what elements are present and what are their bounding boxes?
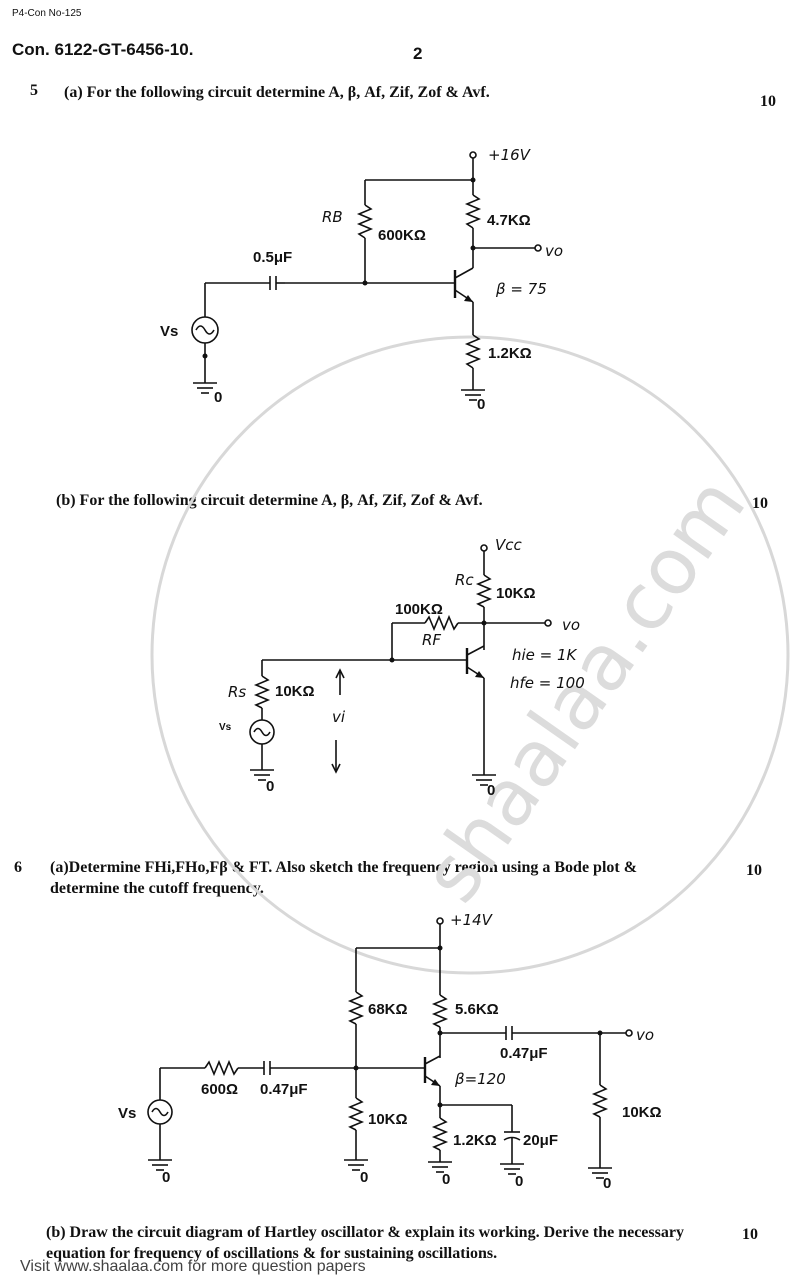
c2-vi: vi [332, 708, 346, 726]
c2-source: Vs [219, 722, 232, 733]
q5a-text: (a) For the following circuit determine … [64, 84, 490, 101]
c3-cout: 0.47μF [500, 1045, 548, 1062]
c2-rf-value: 100KΩ [395, 601, 443, 618]
q6-number: 6 [14, 859, 22, 876]
c3-ce: 20μF [523, 1132, 558, 1149]
c1-rb-value: 600KΩ [378, 227, 426, 244]
c2-gnd1: 0 [266, 778, 274, 795]
c2-hie: hie = 1K [512, 646, 578, 664]
c3-cin: 0.47μF [260, 1081, 308, 1098]
circuit-2: Vcc Rc 10KΩ vo 100KΩ RF hie = 1K hfe = 1… [219, 536, 585, 799]
c2-supply: Vcc [495, 536, 523, 554]
c2-rc-name: Rc [455, 571, 474, 589]
c2-rf-name: RF [422, 631, 441, 649]
c1-cap: 0.5μF [253, 249, 292, 266]
paper-ref: P4-Con No-125 [12, 8, 82, 19]
circuit-1: +16V RB 600KΩ 4.7KΩ vo β = 75 0.5μF [160, 146, 563, 413]
footer-link[interactable]: Visit www.shaalaa.com for more question … [20, 1258, 366, 1275]
c3-rc: 5.6KΩ [455, 1001, 499, 1018]
q5-number: 5 [30, 82, 38, 99]
page-number: 2 [413, 44, 423, 63]
c3-supply: +14V [450, 911, 494, 929]
c2-rs-value: 10KΩ [275, 683, 315, 700]
c3-r1: 68KΩ [368, 1001, 408, 1018]
c3-re: 1.2KΩ [453, 1132, 497, 1149]
c1-vo: vo [545, 242, 563, 260]
c1-source: Vs [160, 323, 178, 340]
q6a-text: (a)Determine FHi,FHo,Fβ & FT. Also sketc… [50, 859, 638, 897]
c3-gnd-rl: 0 [603, 1175, 611, 1192]
c3-source: Vs [118, 1105, 136, 1122]
c3-rl: 10KΩ [622, 1104, 662, 1121]
c2-hfe: hfe = 100 [510, 674, 585, 692]
c1-gnd1: 0 [214, 389, 222, 406]
c1-re-value: 1.2KΩ [488, 345, 532, 362]
q6b-text: (b) Draw the circuit diagram of Hartley … [46, 1224, 684, 1262]
c3-beta: β=120 [454, 1070, 506, 1088]
watermark-seal: shaalaa.com [150, 335, 790, 975]
q6a-marks: 10 [746, 862, 762, 879]
c1-rb-name: RB [322, 208, 343, 226]
paper-code: Con. 6122-GT-6456-10. [12, 40, 194, 59]
q5b-marks: 10 [752, 495, 768, 512]
c3-gnd-r2: 0 [360, 1169, 368, 1186]
c2-rc-value: 10KΩ [496, 585, 536, 602]
c1-beta: β = 75 [495, 280, 547, 298]
c3-gnd-re: 0 [442, 1171, 450, 1188]
c2-gnd2: 0 [487, 782, 495, 799]
c3-r2: 10KΩ [368, 1111, 408, 1128]
c1-supply: +16V [488, 146, 532, 164]
circuit-3: +14V 68KΩ 5.6KΩ vo 0.47μF 10KΩ 0 [118, 911, 662, 1192]
q6b-marks: 10 [742, 1226, 758, 1243]
c3-gnd-src: 0 [162, 1169, 170, 1186]
q5b-text: (b) For the following circuit determine … [56, 492, 483, 509]
c2-rs-name: Rs [228, 683, 246, 701]
c3-gnd-ce: 0 [515, 1173, 523, 1190]
c2-vo: vo [562, 616, 580, 634]
c3-vo: vo [636, 1026, 654, 1044]
q5a-marks: 10 [760, 93, 776, 110]
c3-rs: 600Ω [201, 1081, 238, 1098]
c1-rc-value: 4.7KΩ [487, 212, 531, 229]
c1-gnd2: 0 [477, 396, 485, 413]
